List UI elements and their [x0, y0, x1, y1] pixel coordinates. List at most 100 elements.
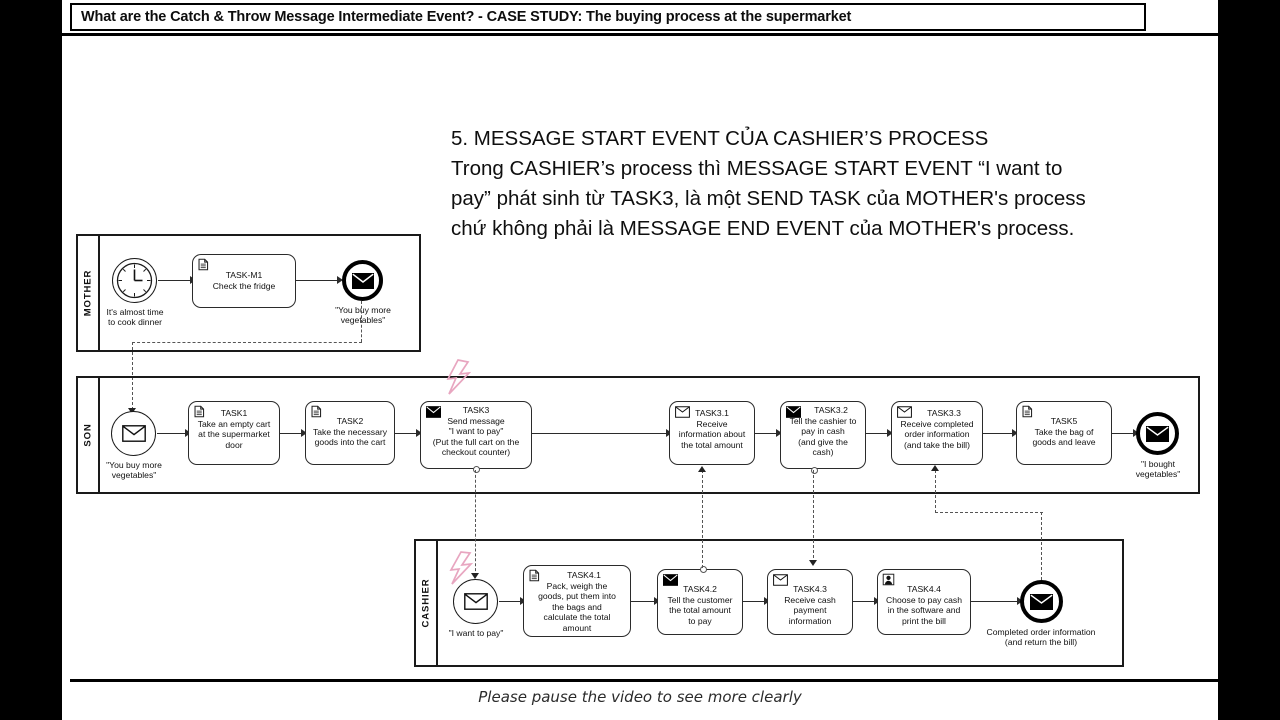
task-line-4: (Put the full cart on the [432, 436, 520, 447]
pool-header-cashier: CASHIER [416, 541, 438, 665]
task-line-3: pay in cash [801, 426, 845, 437]
task-line-1: TASK1 [220, 408, 248, 418]
arrowhead [416, 429, 422, 437]
task-line-2: Take the necessary [312, 426, 388, 437]
message-end-event-cashier[interactable] [1020, 580, 1063, 623]
sequence-flow [853, 601, 875, 602]
arrowhead [776, 429, 782, 437]
sequence-flow [755, 433, 777, 434]
message-end-event-mother-label: "You buy more vegetables" [302, 305, 424, 326]
task-TASK3.3[interactable]: TASK3.3 Receive completed order informat… [891, 401, 983, 465]
task-TASK4.2[interactable]: TASK4.2 Tell the customer the total amou… [657, 569, 743, 635]
label-line-2: vegetables" [1135, 469, 1181, 480]
sequence-flow [971, 601, 1018, 602]
task-line-2: Check the fridge [212, 280, 276, 291]
task-TASK3[interactable]: TASK3 Send message "I want to pay" (Put … [420, 401, 532, 469]
task-line-3: goods into the cart [314, 437, 386, 448]
task-line-2: Receive [696, 418, 728, 429]
task-line-3: information about [678, 429, 746, 440]
task-line-1: TASK-M1 [225, 270, 263, 280]
label-line-2: vegetables" [340, 315, 386, 326]
pool-header-mother: MOTHER [78, 236, 100, 350]
explanation-line-2: Trong CASHIER’s process thì MESSAGE STAR… [451, 157, 1063, 180]
label-line-2: vegetables" [111, 470, 157, 481]
message-end-event-son[interactable] [1136, 412, 1179, 455]
task-line-4: the total amount [681, 439, 743, 450]
sequence-flow [866, 433, 888, 434]
send-envelope-icon [1030, 593, 1053, 610]
message-flow-mother-to-son [361, 301, 362, 342]
sequence-flow [983, 433, 1013, 434]
task-line-2: Tell the customer [667, 594, 733, 605]
task-line-1: TASK4.2 [683, 584, 717, 594]
sequence-flow [743, 601, 765, 602]
document-icon [1022, 405, 1033, 418]
task-line-1: TASK3 [462, 405, 490, 415]
message-start-event-cashier-label: "I want to pay" [422, 628, 530, 638]
task-TASK5[interactable]: TASK5 Take the bag of goods and leave [1016, 401, 1112, 465]
task-TASK4.1[interactable]: TASK4.1 Pack, weigh the goods, put them … [523, 565, 631, 637]
send-envelope-icon [426, 406, 441, 418]
task-TASK-M1[interactable]: TASK-M1 Check the fridge [192, 254, 296, 308]
page-title: What are the Catch & Throw Message Inter… [81, 9, 852, 25]
task-TASK3.1[interactable]: TASK3.1 Receive information about the to… [669, 401, 755, 465]
label-line-1: "You buy more [335, 305, 391, 315]
task-line-3: order information [904, 429, 970, 440]
task-line-1: TASK3.1 [695, 408, 729, 418]
task-line-2: Choose to pay cash [886, 594, 962, 605]
message-start-event-son-label: "You buy more vegetables" [74, 460, 194, 481]
task-line-4: door [225, 439, 243, 450]
task-line-3: "I want to pay" [448, 426, 504, 437]
lightning-bolt-icon [449, 551, 474, 585]
task-label: TASK3.2 Tell the cashier to pay in cash … [781, 405, 865, 458]
task-label: TASK3.1 Receive information about the to… [670, 408, 754, 450]
arrowhead [337, 276, 343, 284]
footer-divider [70, 679, 1218, 682]
sequence-flow [1112, 433, 1134, 434]
task-line-3: at the supermarket [198, 429, 270, 440]
timer-icon [116, 262, 153, 299]
arrowhead [809, 560, 817, 566]
pool-son: SON [76, 376, 1200, 494]
label-line-1: Completed order information [986, 627, 1096, 637]
task-label: TASK4.1 Pack, weigh the goods, put them … [524, 570, 630, 634]
explanation-text: 5. MESSAGE START EVENT CỦA CASHIER’S PRO… [451, 124, 1181, 244]
task-TASK2[interactable]: TASK2 Take the necessary goods into the … [305, 401, 395, 465]
task-line-1: TASK3.2 [814, 405, 848, 415]
arrowhead [931, 465, 939, 471]
task-TASK4.4[interactable]: TASK4.4 Choose to pay cash in the softwa… [877, 569, 971, 635]
task-line-4: information [788, 615, 832, 626]
send-envelope-icon [351, 272, 374, 289]
message-start-event-son[interactable] [111, 411, 156, 456]
message-flow-task4-2-to-task3-1 [702, 470, 703, 568]
task-line-3: the total amount [669, 605, 731, 616]
timer-start-event-mother[interactable] [112, 258, 157, 303]
task-line-3: goods and leave [1032, 437, 1096, 448]
task-line-2: Receive cash [784, 594, 836, 605]
task-line-5: cash) [812, 447, 834, 458]
document-icon [311, 405, 322, 418]
task-label: TASK4.3 Receive cash payment information [768, 584, 852, 626]
sequence-flow [157, 433, 186, 434]
task-line-4: (and give the [798, 436, 848, 447]
task-TASK3.2[interactable]: TASK3.2 Tell the cashier to pay in cash … [780, 401, 866, 469]
message-flow-origin [473, 466, 480, 473]
message-flow-task3-to-cashier-start [475, 470, 476, 576]
send-envelope-icon [663, 574, 678, 586]
arrowhead [698, 466, 706, 472]
message-flow-task3-2-to-task4-3 [813, 470, 814, 563]
sequence-flow [158, 280, 191, 281]
label-line-2: (and return the bill) [1004, 637, 1078, 648]
message-end-event-mother[interactable] [342, 260, 383, 301]
document-icon [194, 405, 205, 418]
label-line-1: "I bought [1140, 459, 1176, 469]
message-end-event-son-label: "I bought vegetables" [1102, 459, 1214, 480]
task-label: TASK2 Take the necessary goods into the … [306, 416, 394, 448]
message-start-event-cashier[interactable] [453, 579, 498, 624]
message-flow-cashier-end-to-task3-3 [935, 512, 1043, 513]
task-TASK4.3[interactable]: TASK4.3 Receive cash payment information [767, 569, 853, 635]
task-TASK1[interactable]: TASK1 Take an empty cart at the supermar… [188, 401, 280, 465]
document-icon [198, 258, 209, 271]
task-line-3: in the software and [887, 605, 961, 616]
task-label: TASK3.3 Receive completed order informat… [892, 408, 982, 450]
